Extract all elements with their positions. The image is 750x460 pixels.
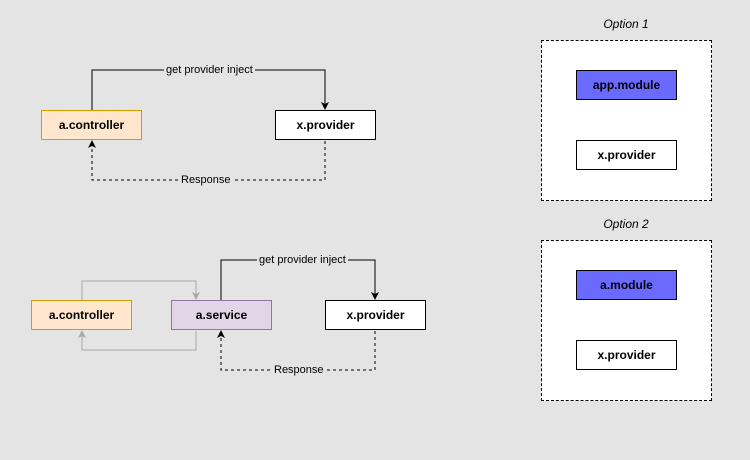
- option2-frame: [541, 240, 712, 401]
- top-response-arrow: [88, 140, 326, 181]
- top-provider-label: x.provider: [296, 118, 355, 132]
- option1-module-node[interactable]: app.module: [576, 70, 677, 100]
- option2-title: Option 2: [603, 217, 649, 231]
- option2-module-node[interactable]: a.module: [576, 270, 677, 300]
- option1-module-label: app.module: [592, 78, 661, 92]
- bottom-inject-label: get provider inject: [257, 254, 348, 266]
- bottom-provider-node[interactable]: x.provider: [325, 300, 426, 330]
- bottom-response-label: Response: [272, 364, 326, 376]
- option1-frame: [541, 40, 712, 201]
- bottom-controller-node[interactable]: a.controller: [31, 300, 132, 330]
- option2-provider-node[interactable]: x.provider: [576, 340, 677, 370]
- bottom-provider-label: x.provider: [346, 308, 405, 322]
- bottom-gray-forward-arrow: [81, 280, 200, 300]
- top-controller-node[interactable]: a.controller: [41, 110, 142, 140]
- top-provider-node[interactable]: x.provider: [275, 110, 376, 140]
- top-response-label: Response: [179, 174, 233, 186]
- bottom-service-label: a.service: [195, 308, 248, 322]
- option2-provider-label: x.provider: [597, 348, 656, 362]
- option2-module-label: a.module: [600, 278, 653, 292]
- bottom-controller-label: a.controller: [48, 308, 115, 322]
- option1-title: Option 1: [603, 17, 649, 31]
- bottom-service-node[interactable]: a.service: [171, 300, 272, 330]
- top-inject-label: get provider inject: [164, 64, 255, 76]
- option1-provider-label: x.provider: [597, 148, 656, 162]
- top-inject-arrow: [91, 69, 329, 110]
- option1-provider-node[interactable]: x.provider: [576, 140, 677, 170]
- bottom-inject-arrow: [220, 259, 379, 300]
- top-controller-label: a.controller: [58, 118, 125, 132]
- bottom-gray-back-arrow: [78, 330, 197, 351]
